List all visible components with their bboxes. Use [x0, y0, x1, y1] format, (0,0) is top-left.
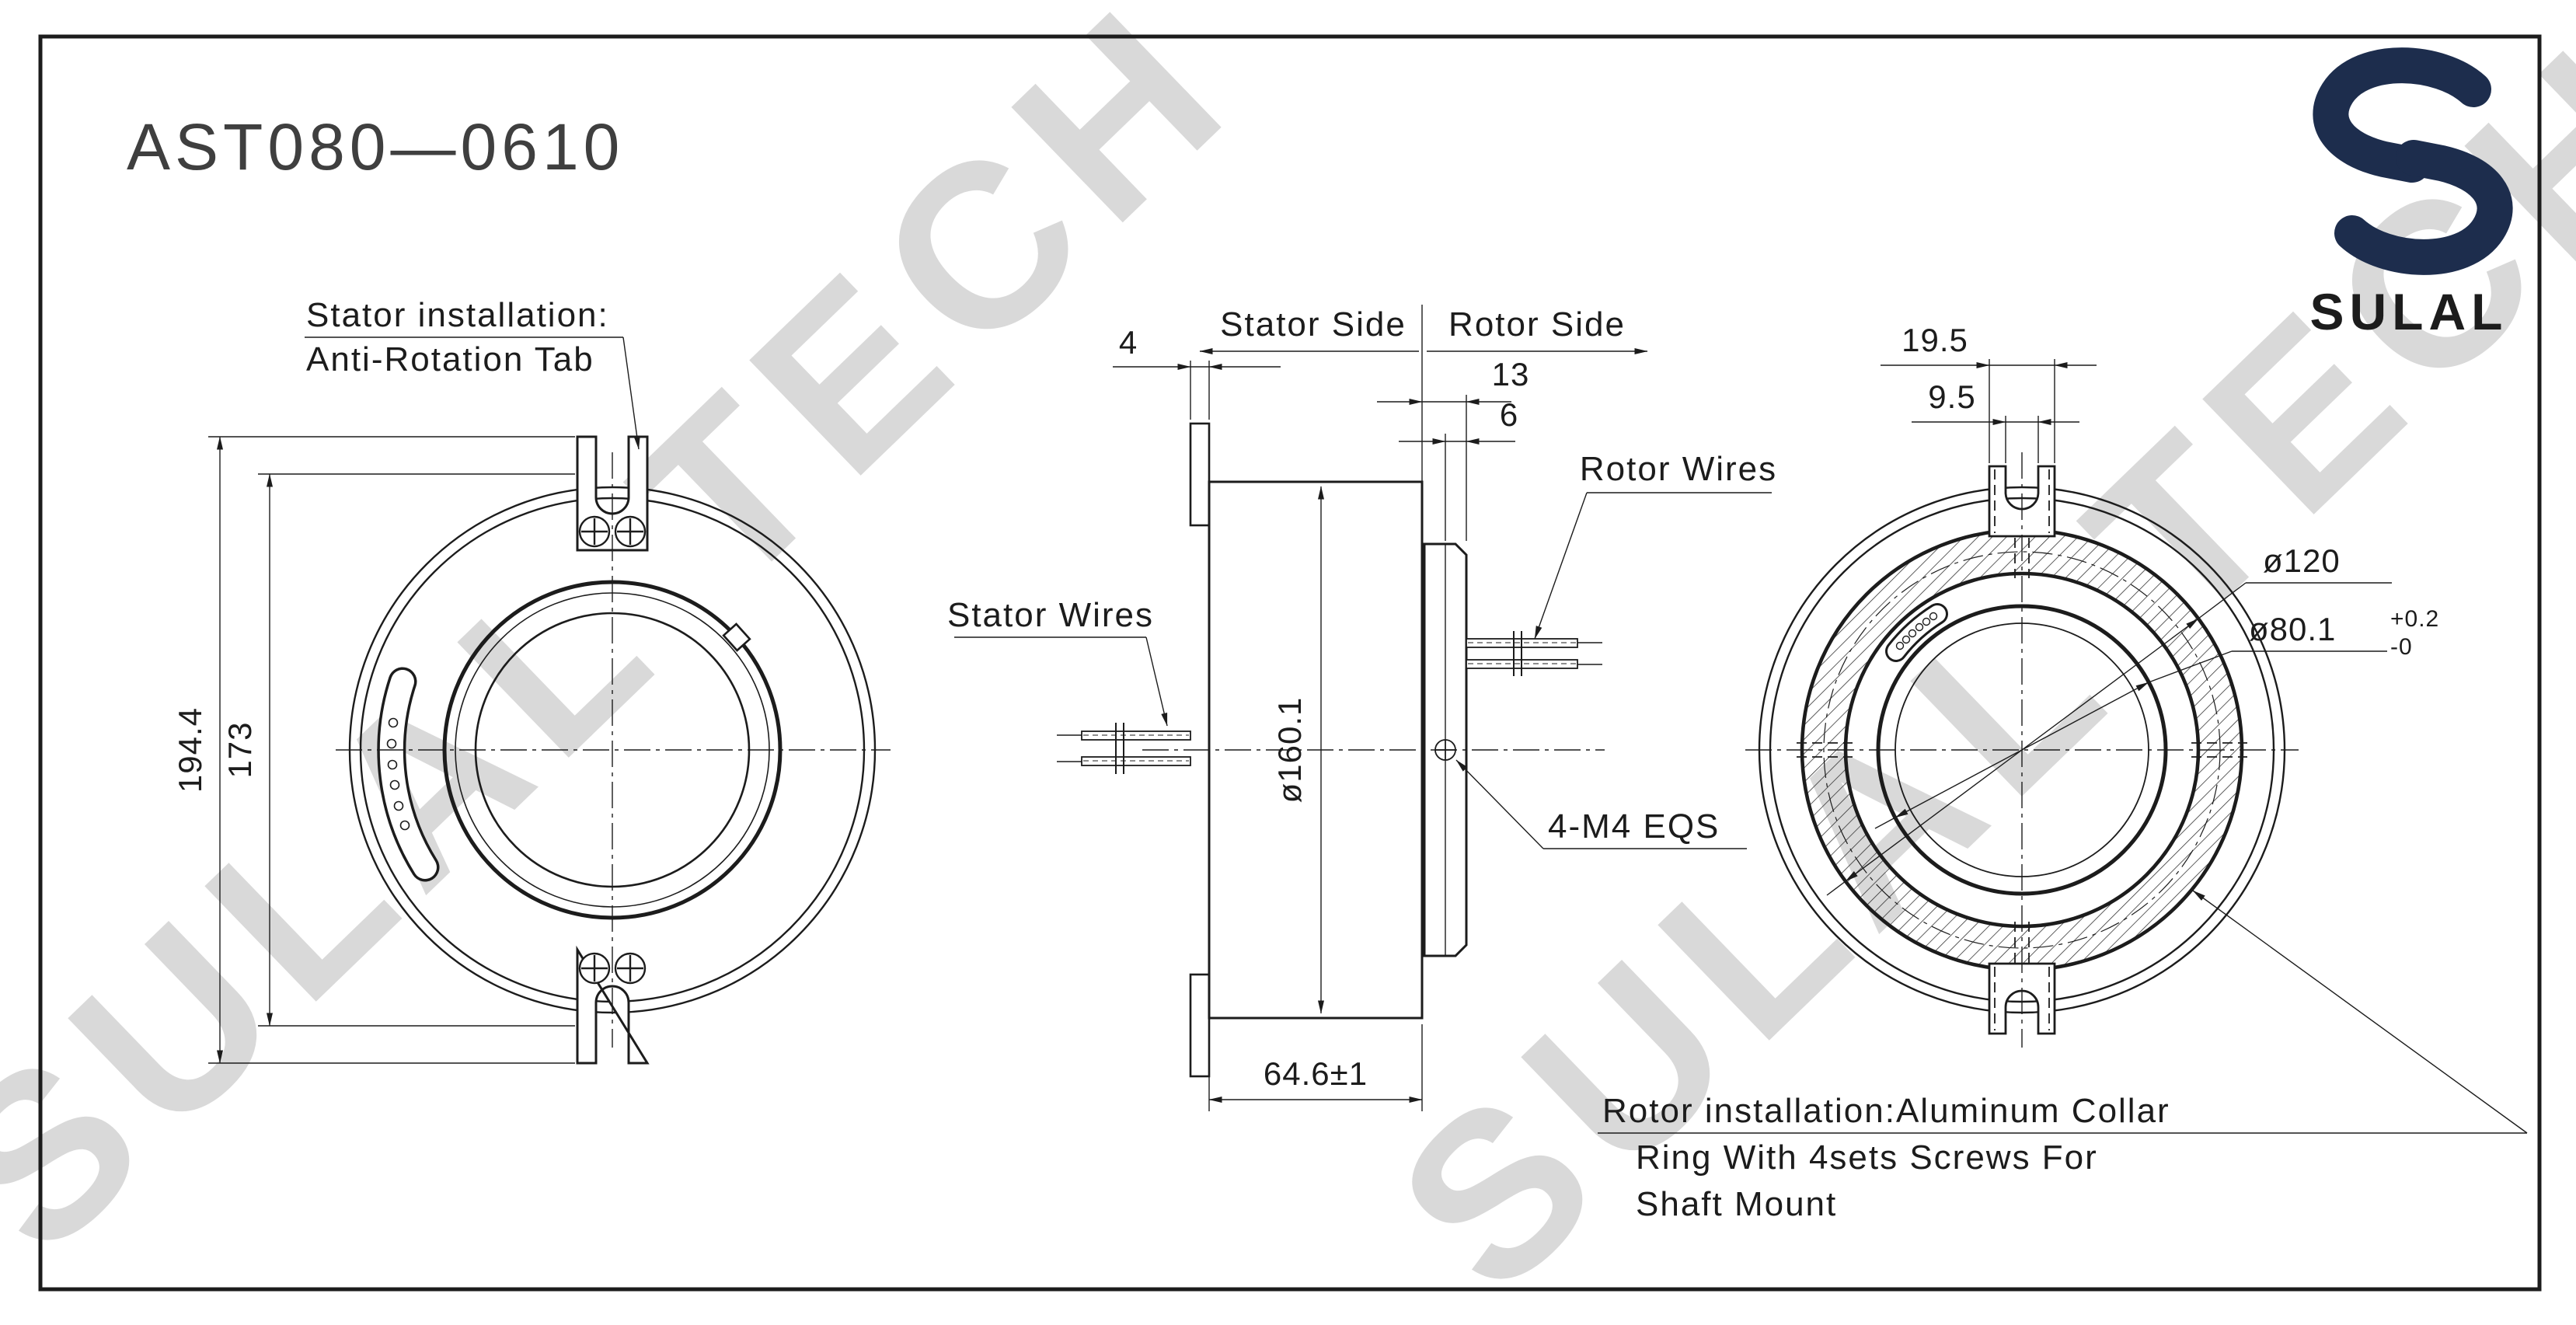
- side-flange-top: [1189, 422, 1211, 527]
- rotor-installation-callout: Rotor installation:Aluminum Collar Ring …: [1598, 890, 2528, 1223]
- rotor-side-label: Rotor Side: [1448, 305, 1626, 343]
- dim-collar-lip: [1399, 434, 1515, 541]
- stator-wires-callout: Stator Wires: [947, 596, 1168, 727]
- stator-wires-label: Stator Wires: [947, 596, 1154, 634]
- dim-flange: [1113, 361, 1281, 420]
- page-title: AST080—0610: [127, 110, 624, 183]
- bore-tolerance-upper: +0.2: [2390, 606, 2439, 632]
- dim-label-collar-dia: ø120: [2263, 542, 2341, 579]
- rear-wire-slot: [1885, 603, 1948, 662]
- watermark-left: SULAL TECH: [0, 0, 1281, 1301]
- rotor-wires: [1466, 631, 1602, 676]
- side-view: ø160.1 64.6±1 4 Stator Side Rotor Side: [947, 305, 1777, 1111]
- dim-label-slot: 9.5: [1928, 378, 1975, 415]
- screw-note-callout: 4-M4 EQS: [1455, 759, 1747, 849]
- dim-173: [258, 473, 575, 1027]
- rotor-callout-3: Shaft Mount: [1636, 1185, 1837, 1223]
- dim-label-inner: 173: [221, 721, 258, 778]
- side-flange-bottom: [1189, 973, 1211, 1078]
- dim-label-bore: ø80.1: [2249, 611, 2336, 647]
- dim-194-4: [208, 436, 575, 1064]
- front-view: 194.4 173 Stator installation: Anti-Rota…: [172, 296, 891, 1065]
- stator-wires: [1057, 723, 1191, 774]
- dim-tab-width: [1881, 359, 2097, 463]
- dim-label-13: 13: [1492, 356, 1530, 392]
- dim-overall-length: [1208, 1024, 1423, 1111]
- rear-top-tab: [1988, 465, 2056, 538]
- brand-logo: SULAL: [2310, 47, 2513, 340]
- stator-side-label: Stator Side: [1220, 305, 1407, 343]
- keyway-notch: [722, 622, 751, 652]
- brand-s-icon: [2313, 47, 2513, 275]
- watermark-text: SULAL TECH: [0, 0, 1281, 1301]
- screw-note-label: 4-M4 EQS: [1548, 807, 1720, 846]
- rotor-wires-label: Rotor Wires: [1580, 450, 1777, 488]
- dim-collar-diameter: [1826, 582, 2392, 896]
- rotor-wires-callout: Rotor Wires: [1534, 450, 1777, 640]
- front-top-tab: [576, 435, 649, 552]
- screw-icon: [578, 952, 647, 985]
- dim-label-flange: 4: [1119, 324, 1138, 361]
- dim-label-tab: 19.5: [1901, 322, 1968, 358]
- sheet-frame: [38, 34, 2542, 1292]
- bore-tolerance-lower: -0: [2390, 634, 2413, 660]
- callout-text-2: Anti-Rotation Tab: [306, 340, 594, 378]
- dim-collar-length: [1377, 395, 1511, 541]
- callout-text-1: Stator installation:: [306, 296, 609, 334]
- stator-installation-callout: Stator installation: Anti-Rotation Tab: [305, 296, 640, 450]
- dim-slot-width: [1912, 416, 2079, 463]
- front-wire-slot: [377, 667, 440, 882]
- rotor-callout-1: Rotor installation:Aluminum Collar: [1602, 1092, 2170, 1130]
- dim-bore-diameter: [1874, 650, 2387, 829]
- dim-label-6: 6: [1500, 396, 1518, 433]
- rear-bottom-tab: [1988, 962, 2056, 1035]
- side-rotor-collar: [1423, 542, 1468, 957]
- brand-wordmark: SULAL: [2310, 283, 2508, 340]
- dim-label-overall: 194.4: [172, 707, 208, 793]
- side-direction-arrows: [1199, 305, 1648, 482]
- rotor-callout-2: Ring With 4sets Screws For: [1636, 1138, 2098, 1177]
- rear-view: 19.5 9.5 ø120 ø80.1 +0.2 -0: [1598, 322, 2528, 1223]
- screw-icon: [578, 515, 647, 548]
- dim-label-length: 64.6±1: [1264, 1055, 1368, 1092]
- dim-label-body-dia: ø160.1: [1271, 697, 1308, 804]
